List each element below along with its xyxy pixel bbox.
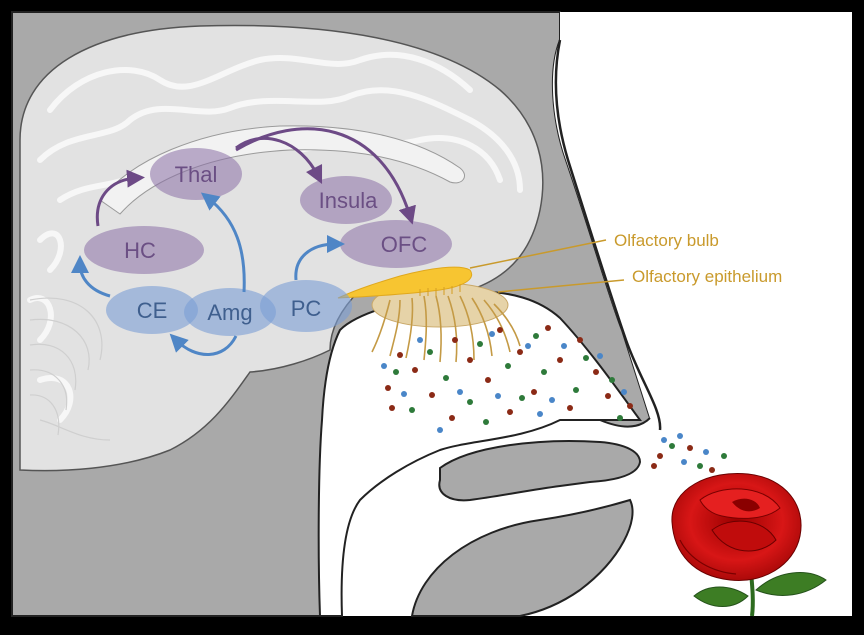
region-hc [84,226,204,274]
region-thal [150,148,242,200]
odor-particles-red [385,325,715,473]
arrow-amg-to-ce [169,333,238,356]
palate-shape [438,440,642,502]
face-profile [420,12,852,616]
region-insula [300,176,392,224]
label-olfactory-epithelium: Olfactory epithelium [632,267,782,286]
nasal-cavity [317,290,642,617]
region-ce [106,286,198,334]
region-ofc [340,220,452,268]
label-thal: Thal [175,162,218,187]
cribriform-lines [419,284,461,296]
region-amg [184,288,276,336]
label-amg: Amg [207,300,252,325]
olfactory-bulb [337,266,472,299]
arrow-pc-to-ofc [294,235,345,281]
label-ce: CE [137,298,168,323]
arrow-thal-to-insula [235,136,323,185]
odor-particles-blue [381,331,709,465]
nose-outline [554,39,662,431]
label-insula: Insula [319,188,378,213]
rose-flower-icon [671,472,827,617]
arrow-amg-to-thal [200,192,246,293]
olfactory-nerve-fibers [371,295,521,363]
purple-connections [95,127,416,227]
arrow-thal-to-ofc [235,127,416,225]
label-pc: PC [291,296,322,321]
odor-particles-green [393,333,727,469]
odor-particles [381,325,727,473]
label-ofc: OFC [381,232,428,257]
label-olfactory-bulb: Olfactory bulb [614,231,719,250]
callout-line-epithelium [497,279,625,293]
cerebellum [29,297,111,441]
region-pc [260,280,352,332]
tongue-shape [410,498,634,617]
blue-connections [71,192,345,356]
callout-line-bulb [469,239,607,269]
label-hc: HC [124,238,156,263]
arrow-hc-to-thal [95,169,145,227]
arrow-ce-to-hc [71,255,111,298]
corpus-callosum [99,125,465,215]
